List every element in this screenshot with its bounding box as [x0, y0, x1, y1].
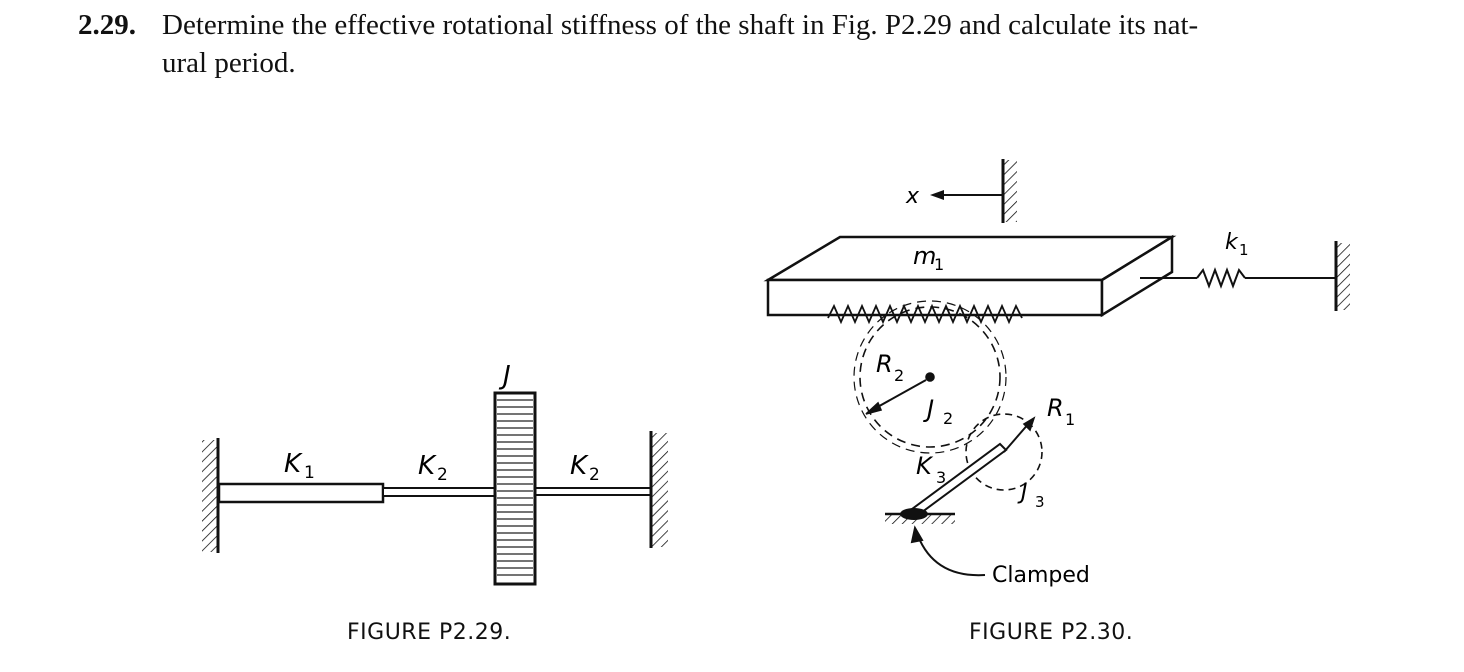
left-wall — [202, 438, 220, 553]
gear-j3 — [965, 413, 1043, 491]
label-r1-sub: 1 — [1065, 410, 1075, 429]
label-j3: J — [1017, 480, 1028, 505]
clamped-arrow — [910, 525, 986, 577]
caption-p230: FIGURE P2.30. — [969, 620, 1134, 645]
figure-p230: x m 1 k 1 R — [763, 159, 1350, 588]
label-r2: R — [876, 350, 893, 378]
label-k2-right-sub: 2 — [589, 465, 600, 485]
shaft-k2-left — [382, 487, 497, 497]
spring-k1 — [1140, 267, 1335, 289]
gear-j2 — [853, 300, 1007, 454]
label-k2-right: K — [570, 451, 589, 481]
label-x: x — [905, 184, 920, 209]
label-j3-sub: 3 — [1035, 493, 1045, 511]
disk-j — [493, 391, 537, 586]
label-k1-spring: k — [1225, 230, 1239, 255]
label-k3: K — [916, 452, 934, 480]
shaft-k2-right — [533, 487, 652, 496]
label-k2-left-sub: 2 — [437, 465, 448, 485]
label-k3-sub: 3 — [936, 468, 946, 487]
right-wall — [649, 431, 668, 548]
right-wall-p230 — [1334, 241, 1350, 311]
caption-p229: FIGURE P2.29. — [347, 620, 512, 645]
problem-statement: 2.29. Determine the effective rotational … — [78, 6, 1408, 82]
clamped-ground — [885, 508, 955, 524]
problem-text-line1: Determine the effective rotational stiff… — [162, 9, 1199, 41]
problem-text-line2: ural period. — [162, 47, 296, 79]
shaft-k1 — [217, 482, 385, 504]
label-m1-sub: 1 — [934, 255, 944, 274]
top-wall — [930, 159, 1017, 223]
rack-teeth — [827, 303, 1023, 325]
mass-m1-block — [763, 234, 1177, 318]
label-j: J — [498, 361, 511, 391]
label-j2: J — [923, 395, 934, 423]
label-clamped: Clamped — [992, 563, 1090, 588]
label-k1-sub: 1 — [304, 463, 315, 483]
label-k2-left: K — [418, 451, 437, 481]
label-j2-sub: 2 — [943, 409, 953, 428]
label-k1: K — [284, 449, 303, 479]
figure-p229: J K 1 K 2 K 2 — [202, 361, 668, 586]
problem-number: 2.29. — [78, 9, 136, 41]
label-m1: m — [913, 242, 936, 270]
label-r2-sub: 2 — [894, 366, 904, 385]
label-k1-spring-sub: 1 — [1239, 241, 1249, 259]
label-r1: R — [1047, 394, 1064, 422]
